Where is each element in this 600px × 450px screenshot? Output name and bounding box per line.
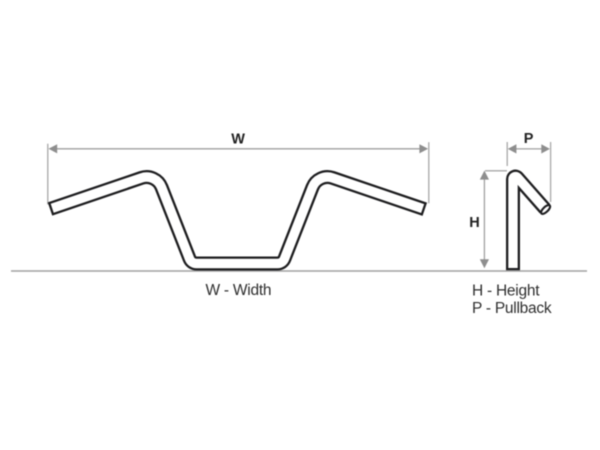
- svg-text:W: W: [231, 132, 245, 148]
- svg-text:H: H: [469, 215, 479, 231]
- svg-text:P: P: [524, 131, 534, 147]
- svg-text:H - Height: H - Height: [472, 282, 540, 299]
- svg-text:W - Width: W - Width: [206, 282, 272, 299]
- svg-text:P - Pullback: P - Pullback: [472, 300, 552, 317]
